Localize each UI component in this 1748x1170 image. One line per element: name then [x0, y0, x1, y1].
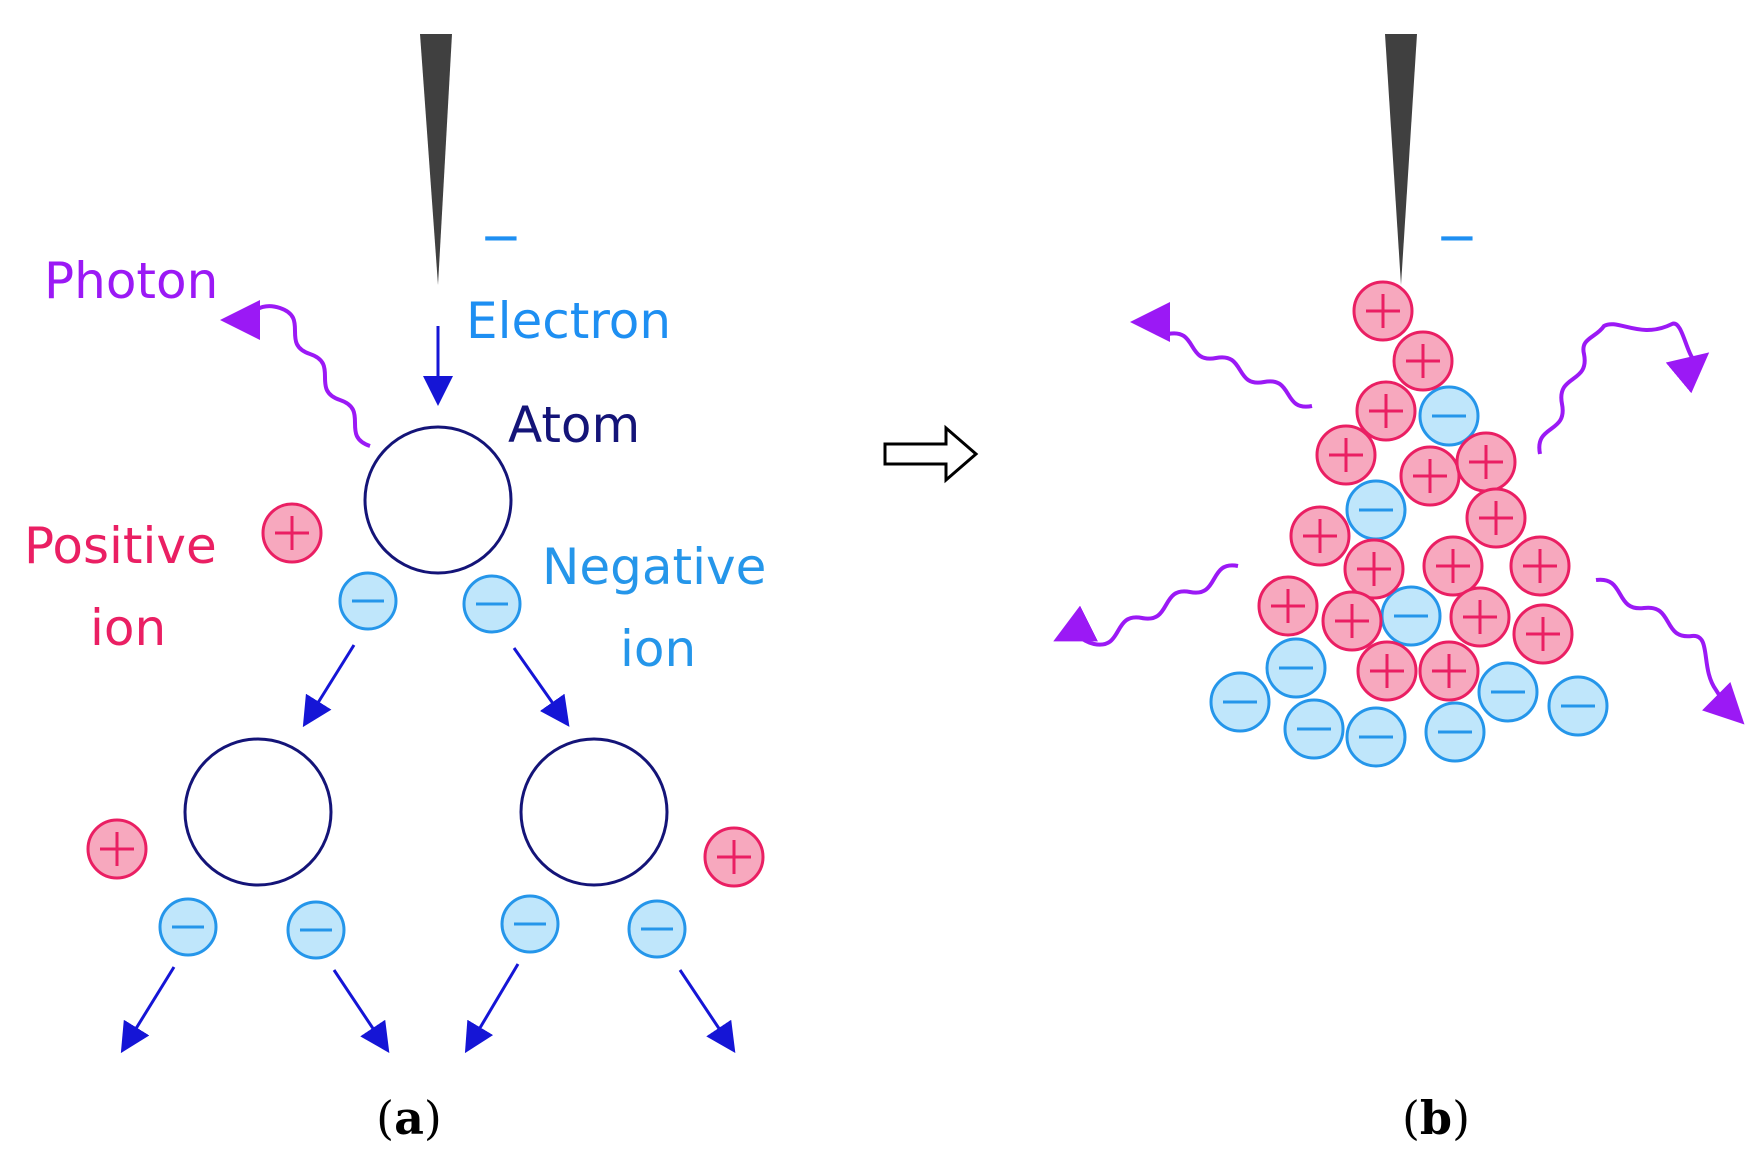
minus-circle-icon — [1345, 479, 1407, 541]
negative-ion-label-line2: ion — [620, 620, 696, 678]
atom-lower-left — [183, 737, 333, 887]
electron-arrow — [678, 969, 736, 1053]
panel-a: − Electron Photon Atom Positive ion Nega… — [24, 34, 766, 1145]
negative-ion-label-line1: Negative — [542, 538, 766, 596]
photon-label: Photon — [44, 252, 218, 310]
electron-label: Electron — [466, 292, 671, 350]
hollow-right-arrow-icon — [883, 424, 979, 484]
plus-circle-icon — [1321, 590, 1383, 652]
plus-circle-icon — [1455, 431, 1517, 493]
wavy-arrow-icon — [220, 299, 371, 448]
wavy-arrow-icon — [1537, 321, 1710, 455]
needle-tip-icon — [420, 34, 452, 285]
ion-cluster — [1209, 280, 1609, 768]
minus-circle-icon — [500, 894, 560, 954]
plus-circle-icon — [1289, 505, 1351, 567]
plus-circle-icon — [1465, 487, 1527, 549]
needle-tip-icon — [1385, 34, 1417, 285]
wavy-arrow-icon — [1595, 577, 1745, 725]
plus-circle-icon — [1449, 586, 1511, 648]
plus-circle-icon — [261, 502, 323, 564]
caption-a: (a) — [376, 1091, 442, 1145]
plus-circle-icon — [1399, 445, 1461, 507]
plus-circle-icon — [1257, 575, 1319, 637]
plus-circle-icon — [1512, 603, 1574, 665]
minus-circle-icon — [627, 899, 687, 959]
minus-circle-icon — [1477, 661, 1539, 723]
plus-circle-icon — [1509, 535, 1571, 597]
minus-circle-icon — [286, 900, 346, 960]
minus-circle-icon — [1418, 385, 1480, 447]
electron-arrow — [464, 963, 520, 1054]
electron-arrow — [512, 647, 570, 727]
wavy-arrow-icon — [1053, 563, 1239, 647]
minus-circle-icon — [1265, 637, 1327, 699]
plus-circle-icon — [703, 826, 765, 888]
minus-circle-icon — [1209, 671, 1271, 733]
minus-circle-icon — [158, 897, 218, 957]
plus-circle-icon — [1392, 330, 1454, 392]
atom-label: Atom — [508, 396, 640, 454]
minus-circle-icon — [338, 571, 398, 631]
electron-charge: − — [480, 208, 522, 266]
plus-circle-icon — [1356, 640, 1418, 702]
minus-circle-icon — [1547, 675, 1609, 737]
minus-circle-icon — [1424, 701, 1486, 763]
panel-b: − (b) — [1053, 34, 1745, 1145]
electron-charge: − — [1436, 208, 1478, 266]
positive-ion-label-line1: Positive — [24, 517, 217, 575]
plus-circle-icon — [86, 818, 148, 880]
minus-circle-icon — [462, 574, 522, 634]
plus-circle-icon — [1422, 535, 1484, 597]
positive-ion-label-line2: ion — [90, 599, 166, 657]
plus-circle-icon — [1352, 280, 1414, 342]
plus-circle-icon — [1355, 380, 1417, 442]
minus-circle-icon — [1283, 698, 1345, 760]
plus-circle-icon — [1343, 538, 1405, 600]
minus-circle-icon — [1345, 706, 1407, 768]
atom-top — [363, 425, 513, 575]
electron-arrow — [332, 969, 390, 1053]
minus-circle-icon — [1380, 585, 1442, 647]
electron-arrow — [120, 966, 176, 1054]
plus-circle-icon — [1315, 424, 1377, 486]
atom-lower-right — [519, 737, 669, 887]
electron-arrow — [302, 644, 356, 728]
plus-circle-icon — [1418, 640, 1480, 702]
caption-b: (b) — [1402, 1091, 1470, 1145]
wavy-arrow-icon — [1130, 302, 1313, 409]
